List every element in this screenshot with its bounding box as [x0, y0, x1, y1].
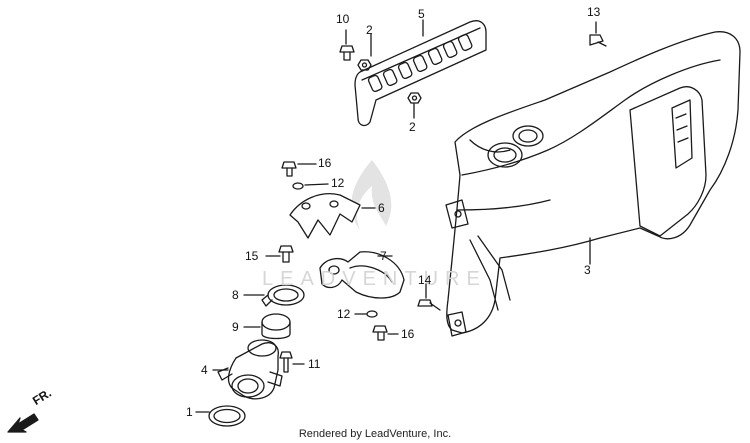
- clamp-shield-part: [289, 193, 376, 239]
- gasket-part: [195, 405, 246, 427]
- band-clamp-part: [243, 284, 305, 307]
- stud-bolt-part: [279, 351, 305, 373]
- bolt-part: [589, 21, 607, 47]
- callout-label: 10: [336, 12, 350, 26]
- front-direction-arrow-icon: [7, 413, 39, 433]
- callout-label: 5: [418, 7, 425, 21]
- joint-pipe-part: [212, 339, 283, 400]
- callout-label: 6: [378, 201, 385, 215]
- callout-label: 9: [232, 320, 239, 334]
- callout-label: 13: [587, 5, 601, 19]
- rendered-by-credit: Rendered by LeadVenture, Inc.: [298, 428, 452, 440]
- callout-label: 16: [318, 156, 332, 170]
- callout-label: 4: [201, 363, 208, 377]
- callout-label: 16: [401, 327, 415, 341]
- callout-label: 15: [245, 249, 259, 263]
- grommet-part: [357, 33, 422, 119]
- callout-label: 1: [186, 405, 193, 419]
- clamp-shield-part: [319, 251, 405, 299]
- bolt-part: [265, 245, 294, 263]
- bolt-part: [339, 29, 355, 61]
- bolt-part: [372, 325, 399, 341]
- watermark-flame-icon: [351, 160, 392, 230]
- watermark-text: LEADVENTURE: [262, 268, 487, 290]
- callout-label: 2: [409, 120, 416, 134]
- muffler-cover-part: [445, 31, 741, 337]
- callout-label: 14: [418, 273, 432, 287]
- callout-label: 8: [232, 288, 239, 302]
- bolt-part: [281, 161, 317, 177]
- bolt-part: [417, 283, 441, 311]
- washer-part: [292, 182, 329, 190]
- callout-label: 12: [337, 307, 351, 321]
- callout-label: 12: [331, 176, 345, 190]
- callout-label: 2: [366, 23, 373, 37]
- callout-label: 3: [584, 263, 591, 277]
- heat-shield-plate-part: [354, 19, 487, 127]
- sleeve-part: [243, 313, 291, 340]
- callout-label: 11: [308, 357, 321, 371]
- washer-part: [354, 310, 378, 318]
- callout-label: 7: [380, 249, 387, 263]
